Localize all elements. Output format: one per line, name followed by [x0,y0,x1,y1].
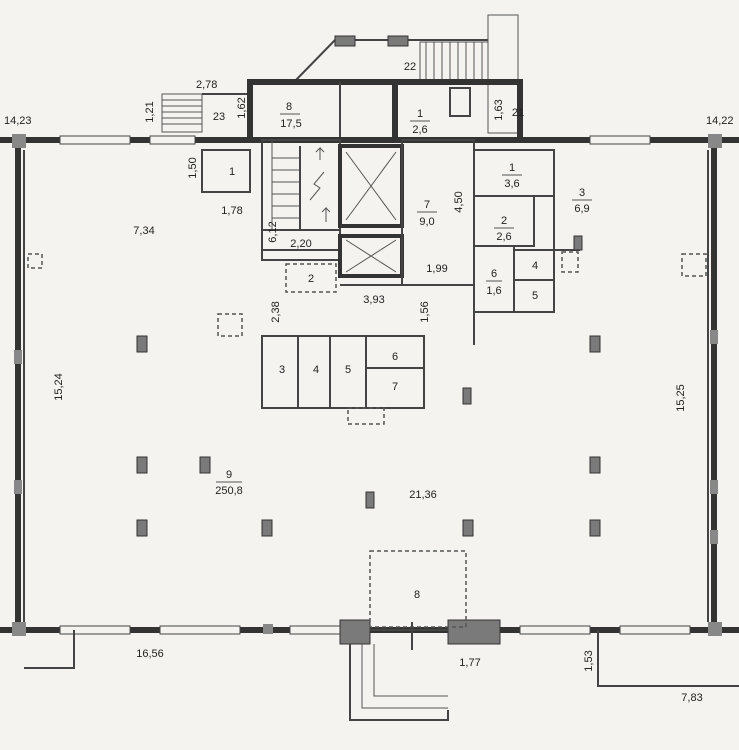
room-area-labels: 8 17,5 1 2,6 7 9,0 1 3,6 2 2,6 3 6,9 6 1… [215,101,592,497]
room-number-8: 8 [414,589,420,601]
dim-14-23: 14,23 [4,115,32,127]
dim-2-78: 2,78 [196,79,217,91]
top-entrance-stairs [295,14,519,134]
core-rooms [285,139,583,345]
dim-1-21: 1,21 [144,101,156,122]
dim-16-56: 16,56 [136,648,164,660]
dim-2-20: 2,20 [290,238,311,250]
outer-walls [0,135,739,635]
room-number-7: 7 [392,381,398,393]
dim-1-78: 1,78 [221,205,242,217]
room-9-area: 250,8 [215,485,243,497]
bottom-steps [24,630,739,721]
room-2-number: 2 [501,215,507,227]
dim-22: 22 [404,61,416,73]
room-number-4b: 4 [532,260,538,272]
room-1-small [201,149,251,193]
room-number-6: 6 [392,351,398,363]
dim-1-77: 1,77 [459,657,480,669]
dim-21-36: 21,36 [409,489,437,501]
room-number-1: 1 [229,166,235,178]
dim-21: 21 [512,107,524,119]
room-6-area: 1,6 [486,285,501,297]
dim-15-25: 15,25 [675,384,687,412]
perimeter-pillars [12,134,722,645]
dim-4-50: 4,50 [453,191,465,212]
dim-15-24: 15,24 [53,373,65,401]
room-9-number: 9 [226,469,232,481]
room-3-area: 6,9 [574,203,589,215]
dim-23: 23 [213,111,225,123]
core-walls [247,79,523,140]
room-number-4: 4 [313,364,319,376]
room-1b-area: 3,6 [504,178,519,190]
room-8-area: 17,5 [280,118,301,130]
interior-columns [27,253,707,537]
room-number-labels: 1 2 3 4 5 6 7 8 4 5 [229,166,538,601]
room-6-number: 6 [491,268,497,280]
elevator-shafts [338,144,404,278]
room-2-area: 2,6 [496,231,511,243]
dim-7-34: 7,34 [133,225,154,237]
room-number-3: 3 [279,364,285,376]
bathroom-cluster [261,335,425,425]
dim-1-56: 1,56 [419,301,431,322]
dim-1-50: 1,50 [187,157,199,178]
dim-14-22: 14,22 [706,115,734,127]
room-1b-number: 1 [509,162,515,174]
room-3-number: 3 [579,187,585,199]
dim-1-63: 1,63 [493,99,505,120]
dim-2-38: 2,38 [270,301,282,322]
room-number-5: 5 [345,364,351,376]
dim-6-12: 6,12 [267,221,279,242]
room-8-number: 8 [286,101,292,113]
room-number-5b: 5 [532,290,538,302]
dimension-labels: 14,23 14,22 2,78 1,21 1,62 1,63 22 23 21… [4,61,734,704]
dim-7-83: 7,83 [681,692,702,704]
direction-arrows [315,146,331,222]
dim-3-93: 3,93 [363,294,384,306]
dim-1-99: 1,99 [426,263,447,275]
vestibule [369,550,467,650]
room-7-area: 9,0 [419,216,434,228]
room-1-number: 1 [417,108,423,120]
dim-1-53: 1,53 [583,650,595,671]
room-number-2: 2 [308,273,314,285]
dim-1-62: 1,62 [236,97,248,118]
room-7-number: 7 [424,199,430,211]
room-1-area: 2,6 [412,124,427,136]
